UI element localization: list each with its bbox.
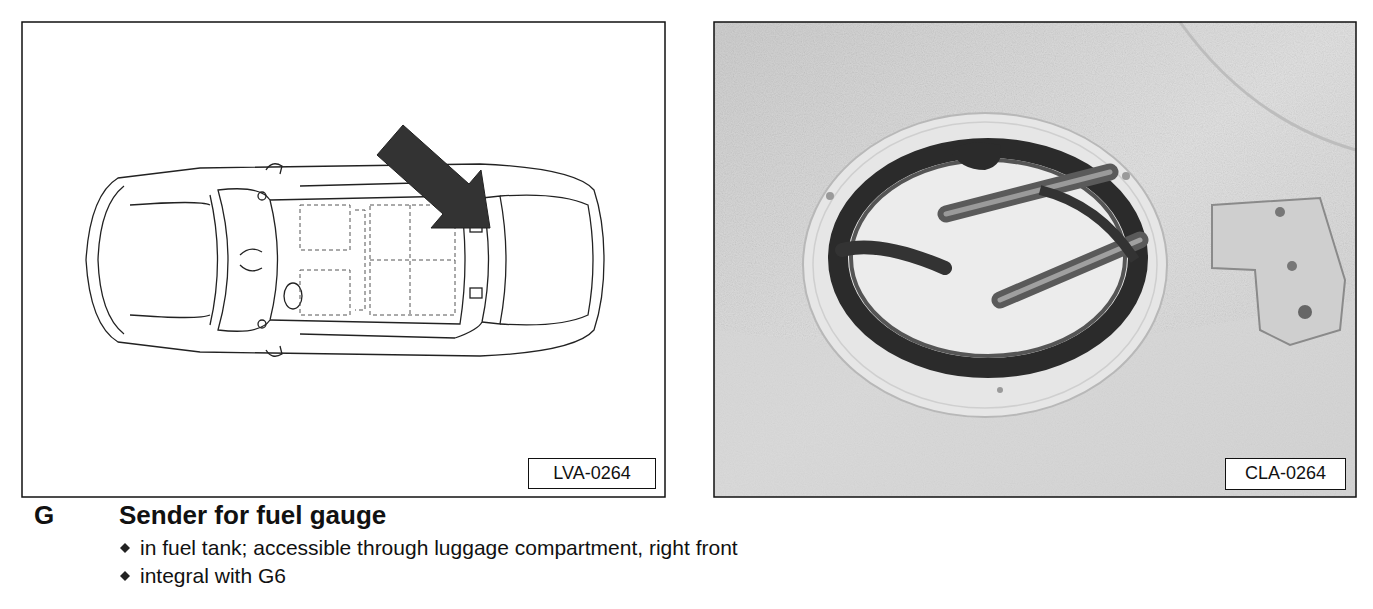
- photo: [714, 22, 1356, 497]
- interior-outline: [300, 205, 455, 315]
- part-title: Sender for fuel gauge: [119, 501, 386, 531]
- figure-code-box: CLA-0264: [1225, 458, 1346, 490]
- pointer-arrow: [377, 125, 490, 228]
- figure-code: LVA-0264: [553, 464, 630, 484]
- car-drawing: [86, 164, 604, 357]
- panel-frame: [22, 22, 665, 497]
- figure-code-box: LVA-0264: [528, 458, 656, 489]
- bullet-symbol: [120, 571, 130, 581]
- figure-code: CLA-0264: [1245, 464, 1326, 484]
- bullet-symbol: [120, 543, 130, 553]
- note-text: integral with G6: [140, 564, 286, 588]
- panel-frame: [714, 22, 1356, 497]
- note-text: in fuel tank; accessible through luggage…: [140, 536, 738, 560]
- part-code: G: [34, 501, 54, 531]
